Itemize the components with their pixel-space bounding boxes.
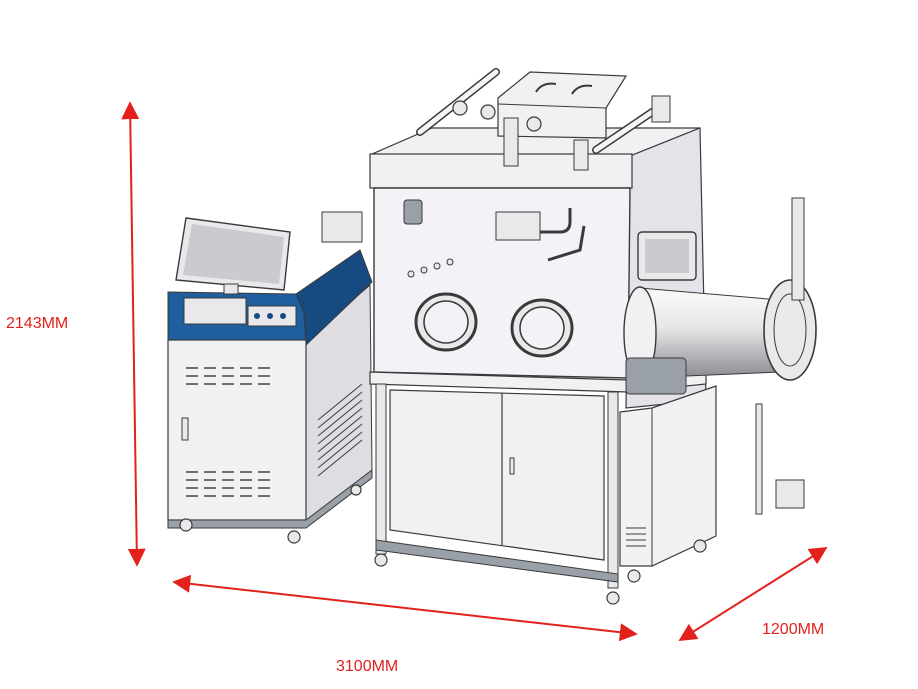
- transfer-chamber: [623, 197, 817, 515]
- stand-cabinet: [389, 389, 605, 561]
- depth-dimension-arrow: [678, 547, 828, 641]
- caster: [350, 484, 362, 496]
- valve-assembly: [775, 479, 805, 509]
- foot: [693, 539, 707, 553]
- height-dimension-label: 2143MM: [6, 315, 69, 332]
- vertical-pipe: [503, 117, 519, 167]
- vertical-pipe: [573, 139, 589, 171]
- internal-pipe: [540, 208, 586, 262]
- cabinet-front: [167, 339, 307, 521]
- transfer-clamp: [625, 357, 687, 395]
- caster: [287, 530, 301, 544]
- foot: [627, 569, 641, 583]
- control-panel: [183, 297, 247, 325]
- control-knob: [280, 313, 286, 319]
- top-handle: [571, 84, 593, 95]
- cabinet-base: [167, 468, 373, 529]
- depth-dimension-label: 1200MM: [762, 621, 825, 638]
- glove-port-left: [414, 292, 478, 352]
- valve: [452, 100, 468, 116]
- feedthrough: [420, 266, 428, 274]
- top-handle: [535, 82, 557, 93]
- door-handle: [509, 457, 515, 475]
- dimension-arrows: [121, 101, 828, 642]
- transfer-door: [763, 279, 817, 381]
- door-hinge-arm: [791, 197, 805, 301]
- height-dimension-arrow: [121, 101, 146, 567]
- side-arm-bracket: [321, 211, 363, 243]
- control-knob: [254, 313, 260, 319]
- control-knob: [267, 313, 273, 319]
- electric-cabinet-vents: [626, 527, 646, 547]
- stand-leg: [607, 391, 619, 589]
- width-dimension-arrow: [172, 574, 638, 642]
- width-dimension-label: 3100MM: [336, 658, 399, 675]
- cabinet-handle: [181, 417, 189, 441]
- glovebox-front-frame: [369, 153, 633, 189]
- feedthrough: [446, 258, 454, 266]
- side-touch-screen-display: [645, 239, 689, 273]
- glovebox-stand: [374, 383, 717, 605]
- gas-spring: [755, 403, 763, 515]
- top-gas-piping: [321, 68, 671, 243]
- monitor-screen: [183, 224, 284, 284]
- valve: [480, 104, 496, 120]
- glove-port-right: [510, 298, 574, 358]
- monitor: [175, 217, 291, 295]
- gauge: [651, 95, 671, 123]
- foot: [374, 553, 388, 567]
- cabinet-front-vents: [186, 367, 270, 497]
- cabinet-blue-top-side: [295, 249, 373, 347]
- cabinet-side-vents: [317, 383, 363, 477]
- foot: [606, 591, 620, 605]
- caster: [179, 518, 193, 532]
- feedthrough: [407, 270, 415, 278]
- internal-filter-block: [495, 211, 541, 241]
- electric-cabinet: [619, 385, 717, 567]
- valve: [526, 116, 542, 132]
- internal-spool: [403, 199, 423, 225]
- laser-welder-cabinet: [167, 217, 373, 544]
- feedthrough: [433, 262, 441, 270]
- stand-leg: [375, 383, 387, 555]
